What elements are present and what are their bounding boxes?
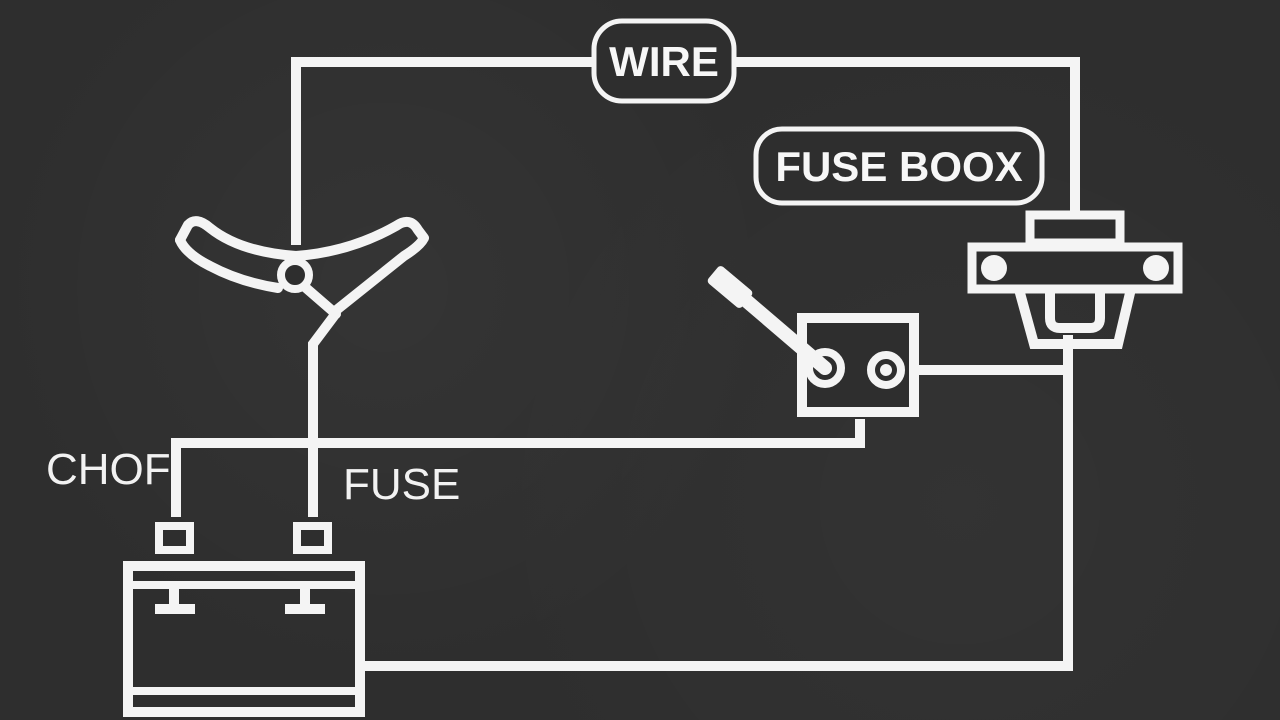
fuse-box-label: FUSE BOOX — [753, 126, 1045, 206]
wire-handle-to-fuse — [308, 309, 341, 517]
fuse-box-label-text: FUSE BOOX — [775, 143, 1022, 190]
fuse-label: FUSE — [343, 460, 460, 509]
wire-label-box — [591, 18, 737, 104]
wire-bottom-return — [361, 335, 1073, 671]
battery-terminal-left — [155, 522, 194, 554]
wire-label: WIRE — [591, 18, 737, 104]
wire-label-text: WIRE — [609, 38, 719, 85]
battery-terminal-right — [293, 522, 332, 554]
battery-icon — [123, 561, 365, 717]
steering-handle-icon — [175, 216, 429, 319]
wire-switch-to-chof — [171, 419, 865, 517]
chof-label: CHOF — [46, 445, 171, 494]
fuse-box-label-box — [753, 126, 1045, 206]
toggle-switch-icon — [707, 266, 919, 417]
fuse-box-icon — [967, 210, 1183, 349]
